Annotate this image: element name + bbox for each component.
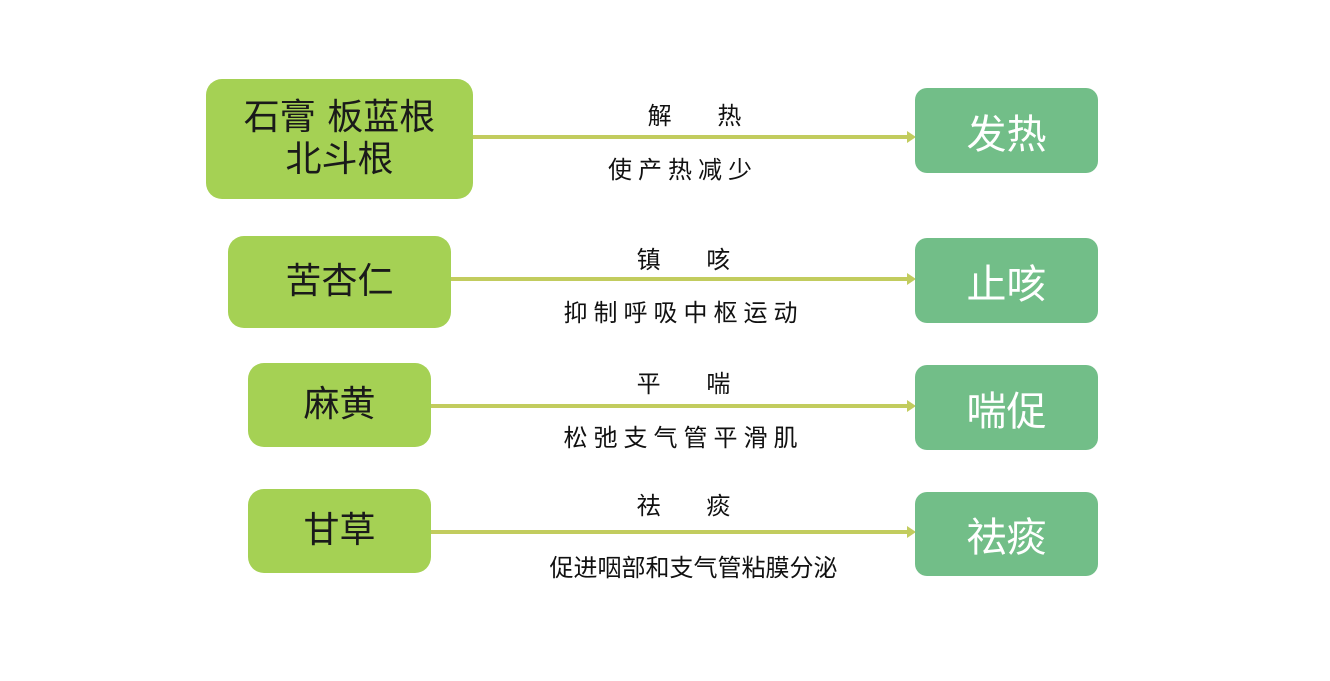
effect-label-3: 喘促 bbox=[966, 388, 1047, 435]
herb-box-3: 麻黄 bbox=[248, 363, 431, 447]
herb-label-1b: 北斗根 bbox=[285, 139, 394, 180]
arrow-4 bbox=[431, 526, 916, 538]
arrow-2 bbox=[451, 273, 916, 285]
mechanism-label-4: 促进咽部和支气管粘膜分泌 bbox=[549, 554, 838, 582]
effect-label-1: 发热 bbox=[966, 111, 1047, 158]
effect-label-4: 祛痰 bbox=[966, 515, 1047, 561]
action-label-3: 平 喘 bbox=[636, 370, 731, 398]
herb-label-3: 麻黄 bbox=[303, 384, 376, 425]
mechanism-label-2: 抑制呼吸中枢运动 bbox=[563, 299, 804, 327]
effect-label-2: 止咳 bbox=[966, 261, 1047, 308]
mechanism-label-3: 松弛支气管平滑肌 bbox=[563, 424, 804, 452]
herb-box-4: 甘草 bbox=[248, 489, 431, 573]
action-label-4: 祛 痰 bbox=[636, 492, 731, 520]
herb-label-1a: 石膏 板蓝根 bbox=[243, 97, 436, 138]
herb-label-2: 苦杏仁 bbox=[285, 261, 394, 302]
arrow-1 bbox=[473, 131, 916, 143]
effect-box-1: 发热 bbox=[915, 88, 1098, 173]
herb-box-1: 石膏 板蓝根 北斗根 bbox=[206, 79, 473, 199]
action-label-1: 解 热 bbox=[647, 102, 742, 130]
action-label-2: 镇 咳 bbox=[636, 246, 731, 274]
herb-label-4: 甘草 bbox=[303, 510, 376, 551]
arrow-3 bbox=[431, 400, 916, 412]
effect-box-2: 止咳 bbox=[915, 238, 1098, 323]
mechanism-label-1: 使产热减少 bbox=[608, 156, 758, 184]
herb-box-2: 苦杏仁 bbox=[228, 236, 451, 328]
effect-box-3: 喘促 bbox=[915, 365, 1098, 450]
effect-box-4: 祛痰 bbox=[915, 492, 1098, 576]
